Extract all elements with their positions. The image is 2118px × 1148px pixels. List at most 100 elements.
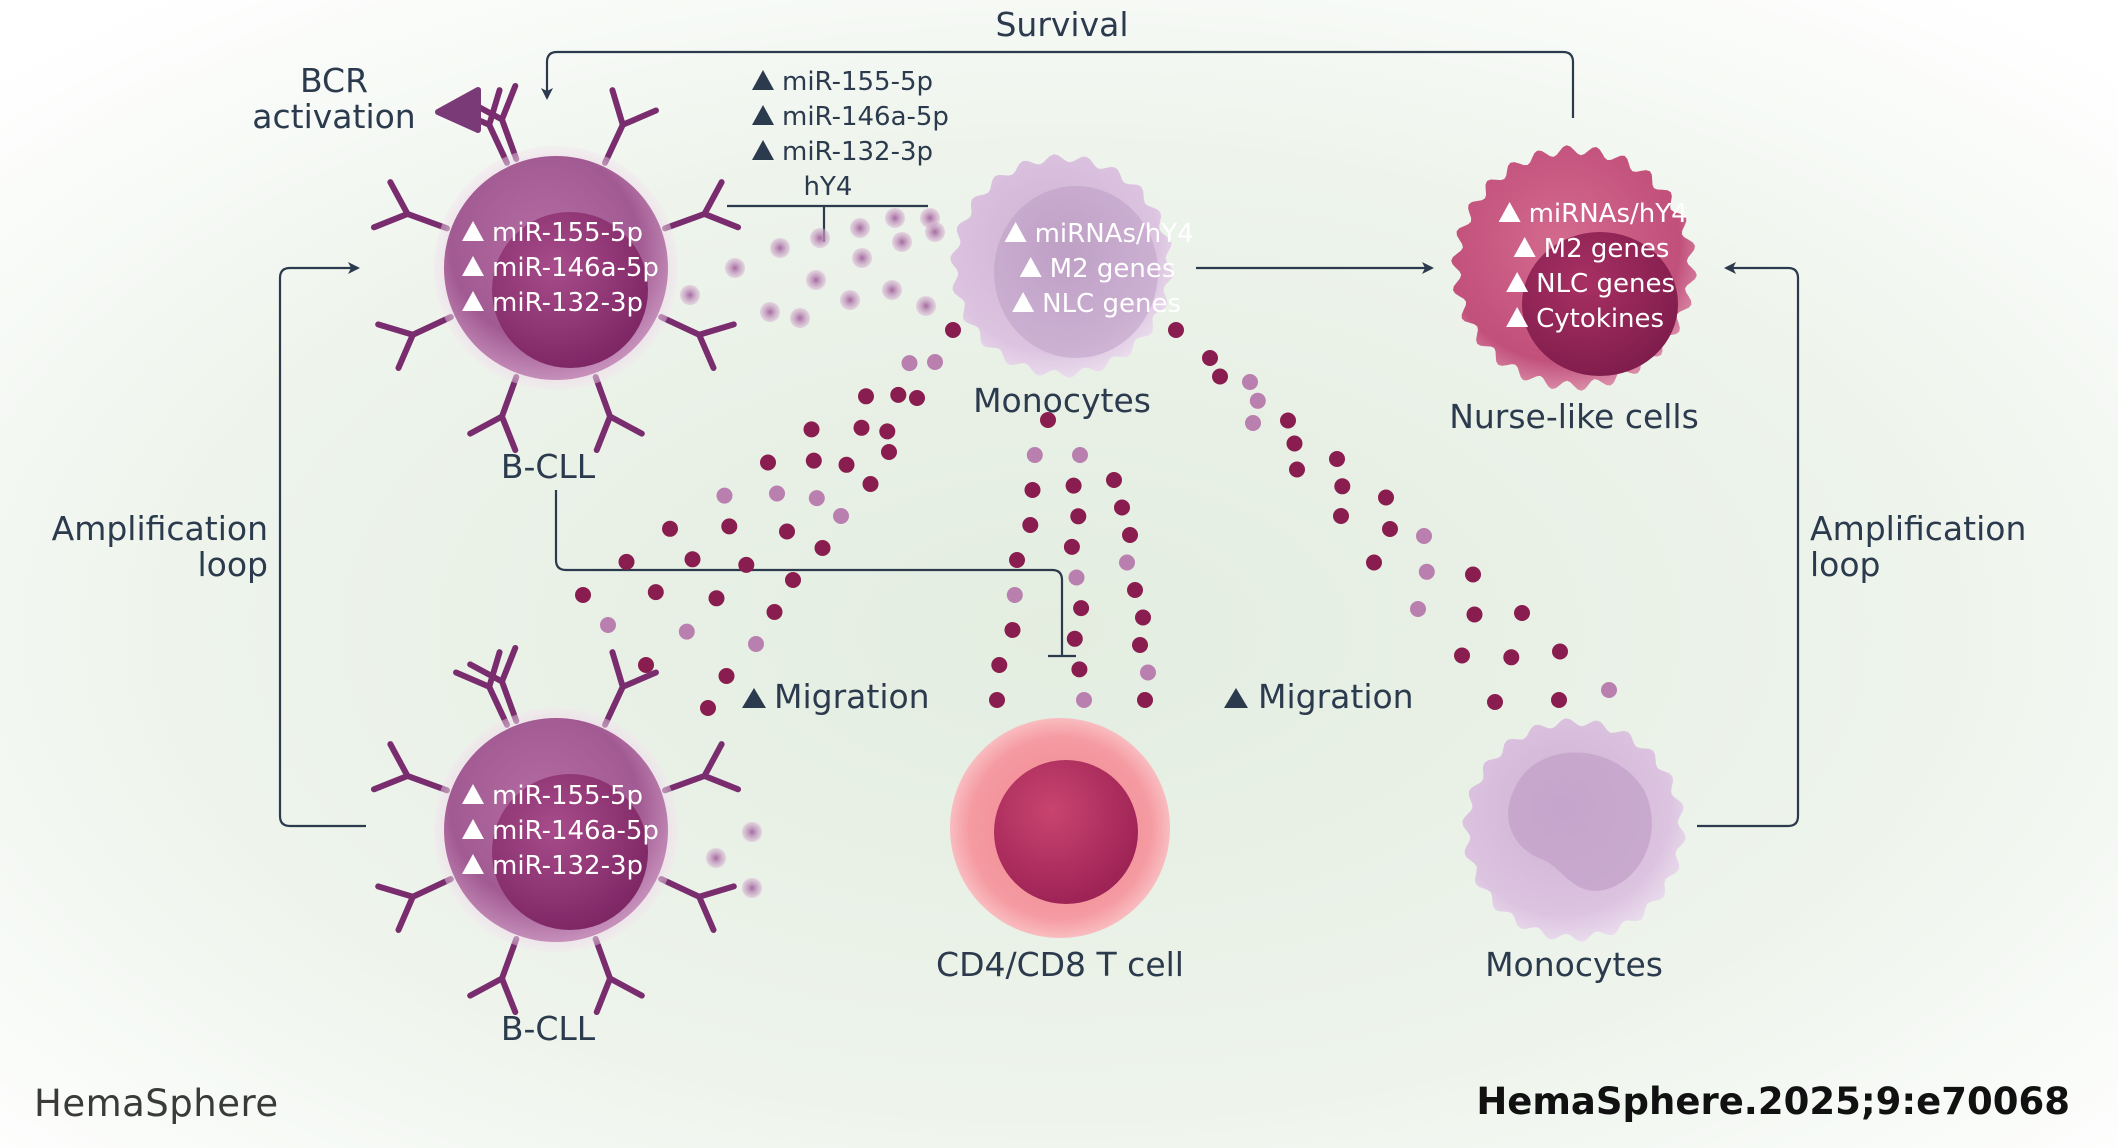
vesicle xyxy=(1378,489,1394,506)
vesicle xyxy=(890,386,907,403)
vesicle xyxy=(1466,606,1483,623)
vesicle xyxy=(1551,692,1567,708)
bcr-receptor-icon xyxy=(467,644,520,724)
vesicle xyxy=(600,617,616,633)
bcr-label-line1: BCR xyxy=(300,61,368,100)
triangle-up-icon xyxy=(462,221,484,241)
vesicle xyxy=(850,218,870,238)
monocyte-cell-top xyxy=(950,154,1174,378)
vesicle xyxy=(862,476,879,492)
vesicle xyxy=(618,553,635,570)
vesicle xyxy=(718,668,735,684)
vesicle xyxy=(881,444,897,460)
t-cell xyxy=(950,718,1170,938)
vesicle xyxy=(1245,415,1261,431)
monocytes-top-label: Monocytes xyxy=(973,381,1151,420)
cargo-item: miR-132-3p xyxy=(492,288,643,318)
vesicle xyxy=(1454,647,1470,664)
vesicle xyxy=(760,454,776,471)
vesicle xyxy=(989,692,1005,708)
brand-label: HemaSphere xyxy=(34,1082,279,1125)
triangle-up-icon xyxy=(462,784,484,804)
vesicle xyxy=(814,540,831,556)
vesicle xyxy=(1073,600,1090,617)
nurse-like-nucleus xyxy=(1522,232,1678,376)
vesicle xyxy=(1366,554,1382,571)
bcll-cell-bottom xyxy=(370,644,742,1016)
vesicle xyxy=(647,584,664,601)
vesicle xyxy=(927,354,943,370)
vesicle xyxy=(1127,582,1143,598)
vesicle xyxy=(1552,643,1568,660)
bcll-top-label: B-CLL xyxy=(501,447,596,486)
migration-right-label: Migration xyxy=(1258,677,1414,716)
vesicle xyxy=(925,222,945,242)
vesicle xyxy=(721,518,738,535)
vesicle xyxy=(1068,569,1085,586)
vesicle xyxy=(1212,368,1228,385)
vesicle xyxy=(1114,499,1130,516)
vesicle xyxy=(769,485,785,502)
cargo-item: miRNAs/hY4 xyxy=(1035,219,1194,249)
triangle-up-icon xyxy=(1012,292,1035,312)
vesicle xyxy=(1132,637,1148,653)
vesicle xyxy=(706,848,726,868)
vesicle xyxy=(742,878,762,898)
vesicle xyxy=(1289,461,1305,478)
vesicle xyxy=(1071,661,1088,678)
survival-arrow xyxy=(541,50,1575,118)
vesicle xyxy=(808,490,825,507)
triangle-up-icon xyxy=(462,854,484,874)
vesicle xyxy=(1076,692,1092,708)
vesicle xyxy=(1065,477,1082,494)
bcll-cell-top xyxy=(370,82,742,454)
citation-label: HemaSphere.2025;9:e70068 xyxy=(1476,1080,2070,1123)
cargo-item: NLC genes xyxy=(1042,289,1181,319)
vesicle xyxy=(852,248,872,268)
bcr-receptor-icon xyxy=(375,314,454,371)
vesicle xyxy=(1026,447,1043,463)
amplification-right-arrow xyxy=(1697,262,1800,828)
cargo-item: Cytokines xyxy=(1536,304,1664,334)
bcr-receptor-icon xyxy=(602,87,659,166)
vesicle xyxy=(766,604,783,620)
vesicle xyxy=(1333,508,1349,524)
monocyte-nucleus xyxy=(994,186,1158,358)
vesicle xyxy=(1135,609,1151,626)
amplification-left-arrow xyxy=(278,262,366,828)
vesicle xyxy=(779,523,795,540)
vesicle xyxy=(840,290,860,310)
vesicle xyxy=(1418,563,1435,580)
migration-left-label: Migration xyxy=(774,677,930,716)
bcll-bottom-label: B-CLL xyxy=(501,1009,596,1048)
triangle-up-icon xyxy=(752,140,774,160)
bcr-receptor-icon xyxy=(662,741,742,794)
vesicle xyxy=(1063,538,1080,555)
bcr-receptor-icon xyxy=(467,374,520,454)
cargo-item: miRNAs/hY4 xyxy=(1529,199,1688,229)
vesicle xyxy=(1334,478,1351,495)
migration-left: Migration xyxy=(742,677,930,716)
amplification-right-line2: loop xyxy=(1810,545,1881,584)
vesicle xyxy=(684,551,701,568)
bcr-receptor-icon xyxy=(375,876,454,933)
cargo-item: M2 genes xyxy=(1050,254,1176,284)
vesicle xyxy=(1024,482,1041,498)
vesicle xyxy=(853,419,870,436)
triangle-up-icon xyxy=(1506,307,1529,327)
vesicle xyxy=(785,572,801,588)
vesicle xyxy=(1286,435,1303,452)
cargo-item: miR-146a-5p xyxy=(782,102,949,132)
vesicle xyxy=(790,308,810,328)
vesicle xyxy=(662,520,678,537)
vesicle xyxy=(1040,412,1056,428)
vesicle xyxy=(916,296,936,316)
vesicle xyxy=(1410,601,1426,617)
triangle-up-icon xyxy=(1513,237,1536,257)
